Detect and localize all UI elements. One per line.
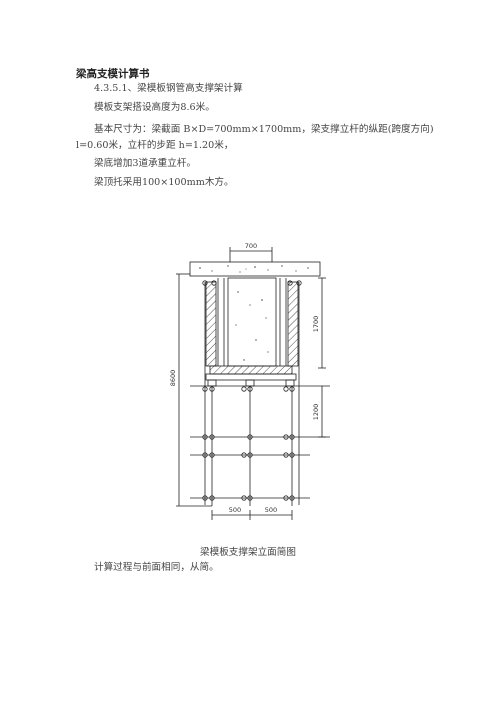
floor-slab (189, 261, 321, 277)
dim-top-label: 700 (245, 242, 257, 250)
dim-step-label: 1200 (312, 404, 320, 421)
beam-speckle (235, 291, 269, 361)
beam-side-left (205, 281, 217, 367)
section-heading: 4.3.5.1、梁模板钢管高支撑架计算 (94, 83, 243, 94)
closing-text: 计算过程与前面相同，从简。 (94, 562, 219, 573)
timber-bearer (205, 373, 297, 381)
pole-couplers (202, 386, 295, 501)
dim-total-height-label: 8600 (169, 370, 177, 387)
dim-bottom-right-label: 500 (265, 506, 277, 514)
slab-speckle (199, 265, 309, 273)
spacing-text: l=0.60米，立杆的步距 h=1.20米， (76, 140, 234, 151)
basic-dimensions-text: 基本尺寸为：梁截面 B×D=700mm×1700mm，梁支撑立杆的纵距(跨度方向… (94, 124, 434, 135)
beam-bottom-board (209, 365, 293, 375)
dim-bottom-left-label: 500 (229, 506, 241, 514)
beam-side-right (287, 281, 299, 367)
figure-caption: 梁模板支撑架立面简图 (200, 547, 296, 558)
doc-title: 梁高支模计算书 (76, 68, 150, 80)
support-height-text: 模板支架搭设高度为8.6米。 (94, 102, 215, 113)
extra-poles-text: 梁底增加3道承重立杆。 (94, 158, 197, 169)
dim-beam-height-label: 1700 (312, 316, 320, 333)
top-support-text: 梁顶托采用100×100mm木方。 (94, 177, 234, 188)
beam-core (227, 277, 277, 367)
